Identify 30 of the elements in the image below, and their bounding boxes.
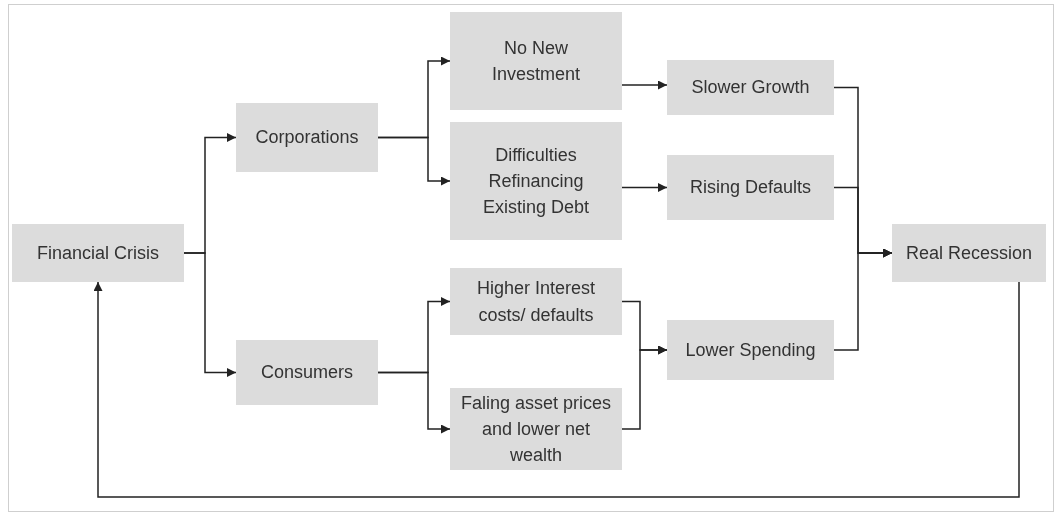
process-box [450, 268, 622, 335]
node-label: No New Investment [490, 36, 581, 86]
node-label: Difficulties Refinancing Existing Debt [481, 143, 591, 220]
arrow [621, 183, 668, 192]
node-label: Corporations [255, 126, 359, 150]
process-box [236, 103, 378, 172]
arrow [621, 80, 668, 90]
arrow [833, 248, 893, 351]
process-box [236, 340, 378, 405]
process-box [12, 224, 184, 282]
node-label: Financial Crisis [37, 241, 159, 265]
process-box [892, 224, 1046, 282]
arrow [377, 371, 451, 434]
arrow [93, 281, 1020, 498]
process-box [667, 155, 834, 220]
node-label: Real Recession [905, 241, 1033, 265]
arrow [377, 136, 451, 186]
process-box [450, 12, 622, 110]
arrow [183, 252, 237, 377]
node-label: Lower Spending [685, 338, 816, 362]
process-box [450, 388, 622, 470]
node-label: Consumers [261, 361, 353, 385]
node-label: Faling asset prices and lower net wealth [459, 391, 613, 468]
node-label: Slower Growth [691, 76, 810, 100]
arrow [621, 345, 668, 430]
process-box [450, 122, 622, 240]
process-box [667, 320, 834, 380]
node-label: Higher Interest costs/ defaults [475, 277, 597, 327]
process-box [667, 60, 834, 115]
node-label: Rising Defaults [689, 176, 812, 200]
